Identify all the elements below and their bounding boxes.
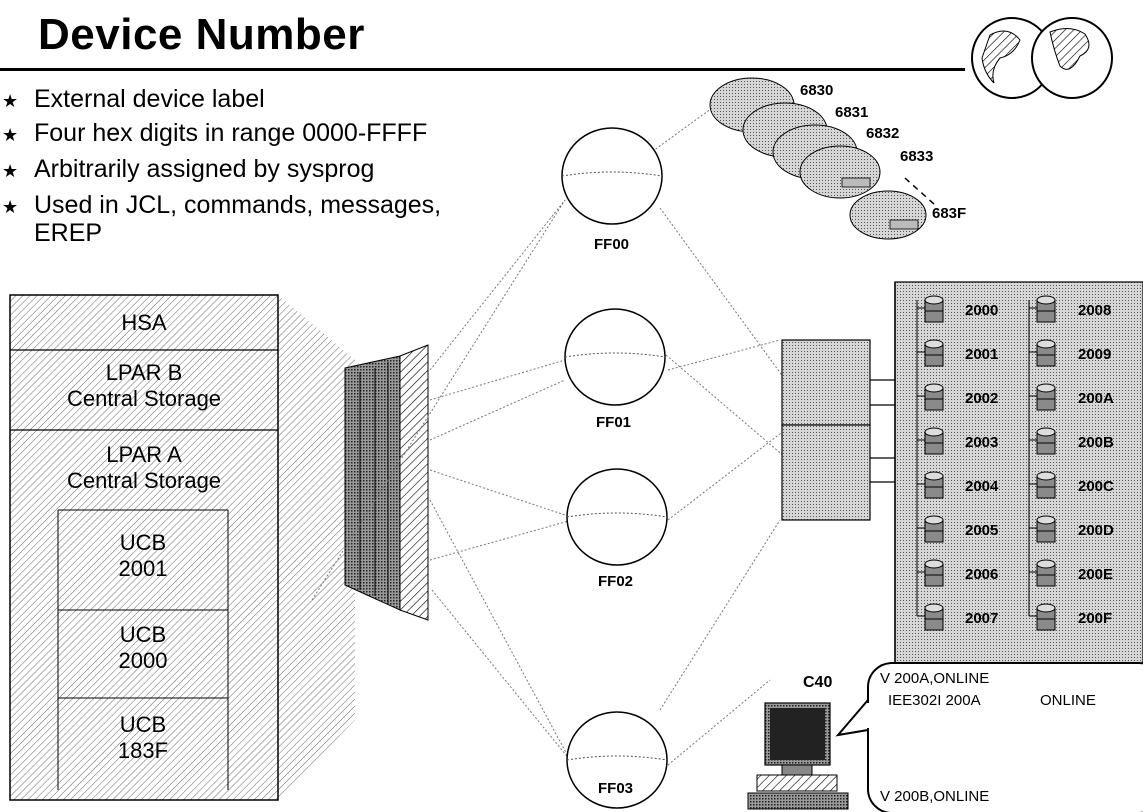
console-line: ONLINE <box>1040 692 1096 709</box>
disk-icon <box>917 339 944 367</box>
star-bullet-icon: ★ <box>2 125 19 145</box>
dasd-label: 2008 <box>1078 302 1112 319</box>
disk-icon <box>1029 339 1056 367</box>
page-title: Device Number <box>38 10 365 59</box>
dasd-label: 2007 <box>965 610 999 627</box>
channel-label-ff03: FF03 <box>598 780 634 797</box>
channel-ff02 <box>566 468 668 566</box>
tape-label: 683F <box>932 205 967 222</box>
dasd-label: 2003 <box>965 434 999 451</box>
console-line: V 200A,ONLINE <box>880 670 990 687</box>
connection-lines <box>311 94 801 766</box>
disk-icon <box>1029 427 1056 455</box>
terminal-label: C40 <box>803 674 833 691</box>
disk-icon <box>1029 515 1056 543</box>
dasd-label: 2002 <box>965 390 999 407</box>
dasd-label: 2001 <box>965 346 999 363</box>
dasd-label: 200B <box>1078 434 1114 451</box>
console-line: V 200B,ONLINE <box>880 788 990 805</box>
star-bullet-icon: ★ <box>2 161 19 181</box>
disk-icon <box>917 603 944 631</box>
dasd-label: 200A <box>1078 390 1114 407</box>
disk-icons <box>916 295 1056 631</box>
dasd-label: 2004 <box>965 478 999 495</box>
dasd-label: 2000 <box>965 302 999 319</box>
tape-reel-icon <box>849 190 927 240</box>
dasd-label: 2009 <box>1078 346 1112 363</box>
console-output-bubble <box>835 662 1143 812</box>
channel-ff03 <box>566 711 668 809</box>
mainframe-icon <box>344 344 429 621</box>
disk-icon <box>1029 471 1056 499</box>
tape-stack <box>709 77 936 240</box>
dasd-label: 200D <box>1078 522 1114 539</box>
console-line: IEE302I 200A <box>888 692 981 709</box>
storage-stack <box>9 294 355 801</box>
dasd-label: 2005 <box>965 522 999 539</box>
disk-icon <box>1029 603 1056 631</box>
globe-logo-icon <box>971 17 1113 99</box>
title-rule <box>0 68 965 71</box>
star-bullet-icon: ★ <box>2 197 19 217</box>
dasd-label: 200E <box>1078 566 1114 583</box>
terminal-icon <box>747 702 849 810</box>
disk-icon <box>917 427 944 455</box>
star-bullet-icon: ★ <box>2 91 19 111</box>
disk-icon <box>1029 559 1056 587</box>
tape-label: 6830 <box>800 82 834 99</box>
disk-icon <box>917 559 944 587</box>
tape-label: 6831 <box>835 104 869 121</box>
tape-label: 6833 <box>900 148 934 165</box>
hsa-label: HSA <box>121 310 167 335</box>
disk-icon <box>917 471 944 499</box>
dasd-label: 200F <box>1078 610 1113 627</box>
disk-icon <box>1029 383 1056 411</box>
disk-icon <box>917 295 944 323</box>
channel-label-ff01: FF01 <box>596 414 632 431</box>
channel-ff00 <box>561 127 663 225</box>
disk-icon <box>917 515 944 543</box>
channel-label-ff00: FF00 <box>594 236 630 253</box>
control-unit <box>781 339 918 521</box>
dasd-label: 200C <box>1078 478 1114 495</box>
disk-icon <box>1029 295 1056 323</box>
channel-ff01 <box>564 308 666 406</box>
channel-label-ff02: FF02 <box>598 573 634 590</box>
dasd-label: 2006 <box>965 566 999 583</box>
disk-icon <box>917 383 944 411</box>
tape-reel-icon <box>799 145 881 199</box>
tape-label: 6832 <box>866 125 900 142</box>
